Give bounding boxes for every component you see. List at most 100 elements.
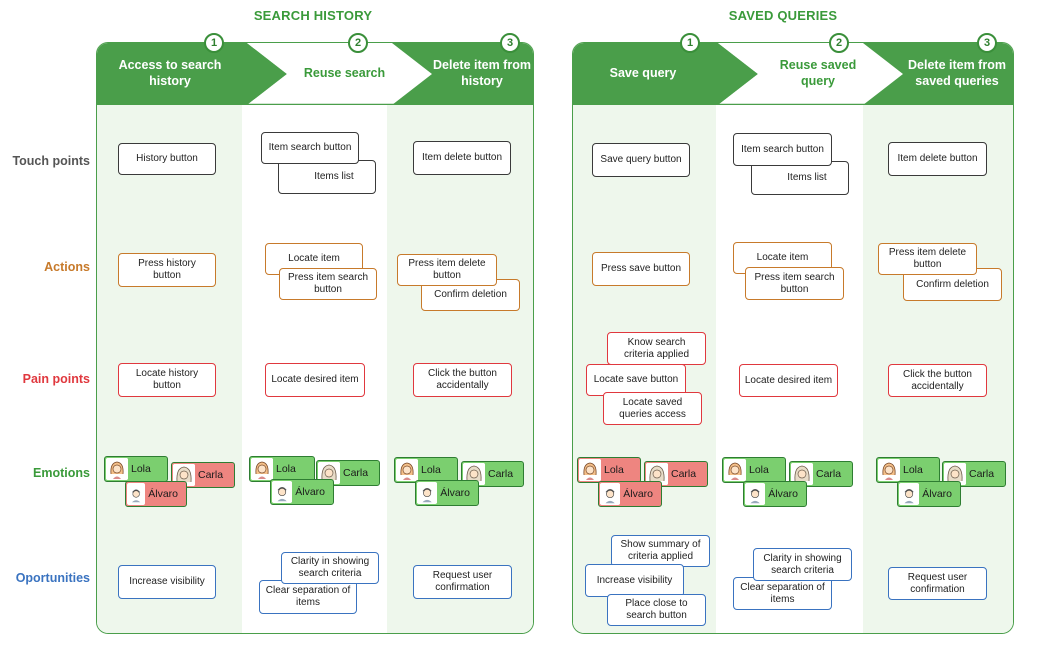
female-avatar-icon (579, 459, 601, 481)
pain-point-card: Locate save button (586, 364, 686, 396)
persona-name: Lola (421, 464, 441, 476)
action-card: Press item search button (279, 268, 377, 300)
persona-name: Lola (903, 464, 923, 476)
step-number-1: 1 (204, 33, 224, 53)
touch-point-card: History button (118, 143, 216, 175)
persona-name: Álvaro (440, 487, 470, 499)
step-number-3: 3 (500, 33, 520, 53)
opportunity-card: Clear separation of items (259, 580, 357, 614)
emotion-chip-lola: Lola (249, 456, 315, 482)
search-history-header (97, 43, 533, 105)
persona-name: Álvaro (623, 488, 653, 500)
touch-point-card: Item search button (261, 132, 359, 164)
touch-point-card: Items list (278, 160, 376, 194)
male-avatar-icon (745, 483, 766, 505)
column-delete-history (387, 43, 533, 633)
emotion-chip-alvaro: Álvaro (125, 481, 187, 507)
female-avatar-icon (173, 464, 195, 486)
row-label-emotions: Emotions (33, 466, 90, 480)
step-number-2: 2 (348, 33, 368, 53)
male-avatar-icon (417, 482, 438, 504)
opportunity-card: Clear separation of items (733, 577, 832, 610)
female-avatar-icon (463, 463, 485, 485)
persona-name: Álvaro (295, 486, 325, 498)
action-card: Press save button (592, 252, 690, 286)
column-delete-saved (863, 43, 1013, 633)
opportunity-card: Clarity in showing search criteria (281, 552, 379, 584)
persona-name: Lola (131, 463, 151, 475)
emotion-chip-lola: Lola (722, 457, 786, 483)
action-card: Press item delete button (878, 243, 977, 275)
search-history-panel: Access to search history Reuse search De… (96, 42, 534, 634)
row-label-actions: Actions (44, 260, 90, 274)
touch-point-card: Item delete button (888, 142, 987, 176)
persona-name: Álvaro (148, 488, 178, 500)
row-label-pain-points: Pain points (22, 372, 90, 386)
column-reuse-saved (716, 43, 863, 633)
persona-name: Lola (749, 464, 769, 476)
step-delete-saved: Delete item from saved queries (908, 58, 1006, 88)
persona-name: Carla (671, 468, 697, 480)
persona-name: Carla (343, 467, 369, 479)
emotion-chip-lola: Lola (577, 457, 641, 483)
step-number-2: 2 (829, 33, 849, 53)
step-access-history: Access to search history (118, 58, 222, 88)
female-avatar-icon (396, 459, 418, 481)
emotion-chip-lola: Lola (104, 456, 168, 482)
persona-name: Carla (969, 468, 995, 480)
female-avatar-icon (724, 459, 746, 481)
female-avatar-icon (106, 458, 128, 480)
row-label-touch-points: Touch points (12, 154, 90, 168)
step-save-query: Save query (609, 66, 677, 80)
step-delete-history: Delete item from history (433, 58, 531, 88)
emotion-chip-alvaro: Álvaro (743, 481, 807, 507)
touch-point-card: Items list (751, 161, 849, 195)
emotion-chip-carla: Carla (316, 460, 380, 486)
emotion-chip-lola: Lola (876, 457, 940, 483)
pain-point-card: Locate desired item (739, 364, 838, 397)
step-reuse-saved-query: Reuse saved query (779, 58, 857, 88)
pain-point-card: Click the button accidentally (888, 364, 987, 397)
action-card: Press item search button (745, 267, 844, 300)
opportunity-card: Clarity in showing search criteria (753, 548, 852, 581)
male-avatar-icon (272, 481, 293, 503)
persona-name: Álvaro (768, 488, 798, 500)
male-avatar-icon (899, 483, 920, 505)
emotion-chip-alvaro: Álvaro (415, 480, 479, 506)
persona-name: Lola (276, 463, 296, 475)
opportunity-card: Show summary of criteria applied (611, 535, 710, 567)
touch-point-card: Item delete button (413, 141, 511, 175)
female-avatar-icon (646, 463, 668, 485)
male-avatar-icon (127, 483, 146, 505)
action-card: Press item delete button (397, 254, 497, 286)
emotion-chip-alvaro: Álvaro (897, 481, 961, 507)
male-avatar-icon (600, 483, 621, 505)
opportunity-card: Request user confirmation (888, 567, 987, 600)
persona-name: Carla (816, 468, 842, 480)
pain-point-card: Locate history button (118, 363, 216, 397)
touch-point-card: Item search button (733, 133, 832, 166)
step-number-3: 3 (977, 33, 997, 53)
emotion-chip-lola: Lola (394, 457, 458, 483)
persona-name: Álvaro (922, 488, 952, 500)
emotion-chip-carla: Carla (644, 461, 708, 487)
persona-name: Carla (198, 469, 224, 481)
pain-point-card: Know search criteria applied (607, 332, 706, 365)
persona-name: Carla (488, 468, 514, 480)
section-title-saved-queries: SAVED QUERIES (728, 8, 838, 23)
opportunity-card: Increase visibility (585, 564, 684, 597)
female-avatar-icon (791, 463, 813, 485)
section-title-search-history: SEARCH HISTORY (253, 8, 373, 23)
action-card: Press history button (118, 253, 216, 287)
pain-point-card: Locate desired item (265, 363, 365, 397)
pain-point-card: Locate saved queries access (603, 392, 702, 425)
persona-name: Lola (604, 464, 624, 476)
opportunity-card: Request user confirmation (413, 565, 512, 599)
emotion-chip-alvaro: Álvaro (270, 479, 334, 505)
step-number-1: 1 (680, 33, 700, 53)
female-avatar-icon (878, 459, 900, 481)
pain-point-card: Click the button accidentally (413, 363, 512, 397)
touch-point-card: Save query button (592, 143, 690, 177)
emotion-chip-carla: Carla (171, 462, 235, 488)
row-label-opportunities: Oportunities (15, 571, 90, 585)
